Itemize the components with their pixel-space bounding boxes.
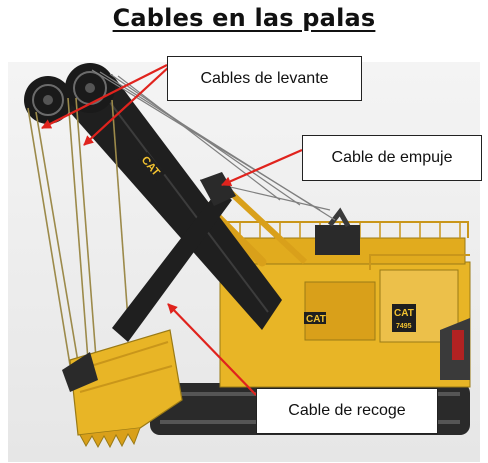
bucket [62, 329, 183, 449]
cat-badge-house-right [392, 304, 416, 332]
cat-logo-house-right: CAT [394, 308, 414, 319]
suspension-cables [91, 69, 336, 221]
arrow-retract [167, 303, 257, 396]
callout-arrows [41, 64, 303, 396]
arrow-hoist-right [83, 64, 172, 146]
callout-retract-cable: Cable de recoge [256, 388, 438, 434]
cat-logo-house-left: CAT [306, 314, 326, 325]
boom [52, 74, 282, 330]
arrow-hoist-left [41, 64, 168, 129]
callout-crowd-cable: Cable de empuje [302, 135, 482, 181]
arrow-crowd [221, 148, 303, 187]
dipper-handle [112, 172, 236, 342]
cat-badge-house-left [304, 312, 326, 324]
callout-hoist-cables: Cables de levante [167, 56, 362, 101]
page-title: Cables en las palas [112, 4, 376, 32]
model-number: 7495 [396, 323, 412, 330]
hoist-ropes [27, 97, 129, 366]
